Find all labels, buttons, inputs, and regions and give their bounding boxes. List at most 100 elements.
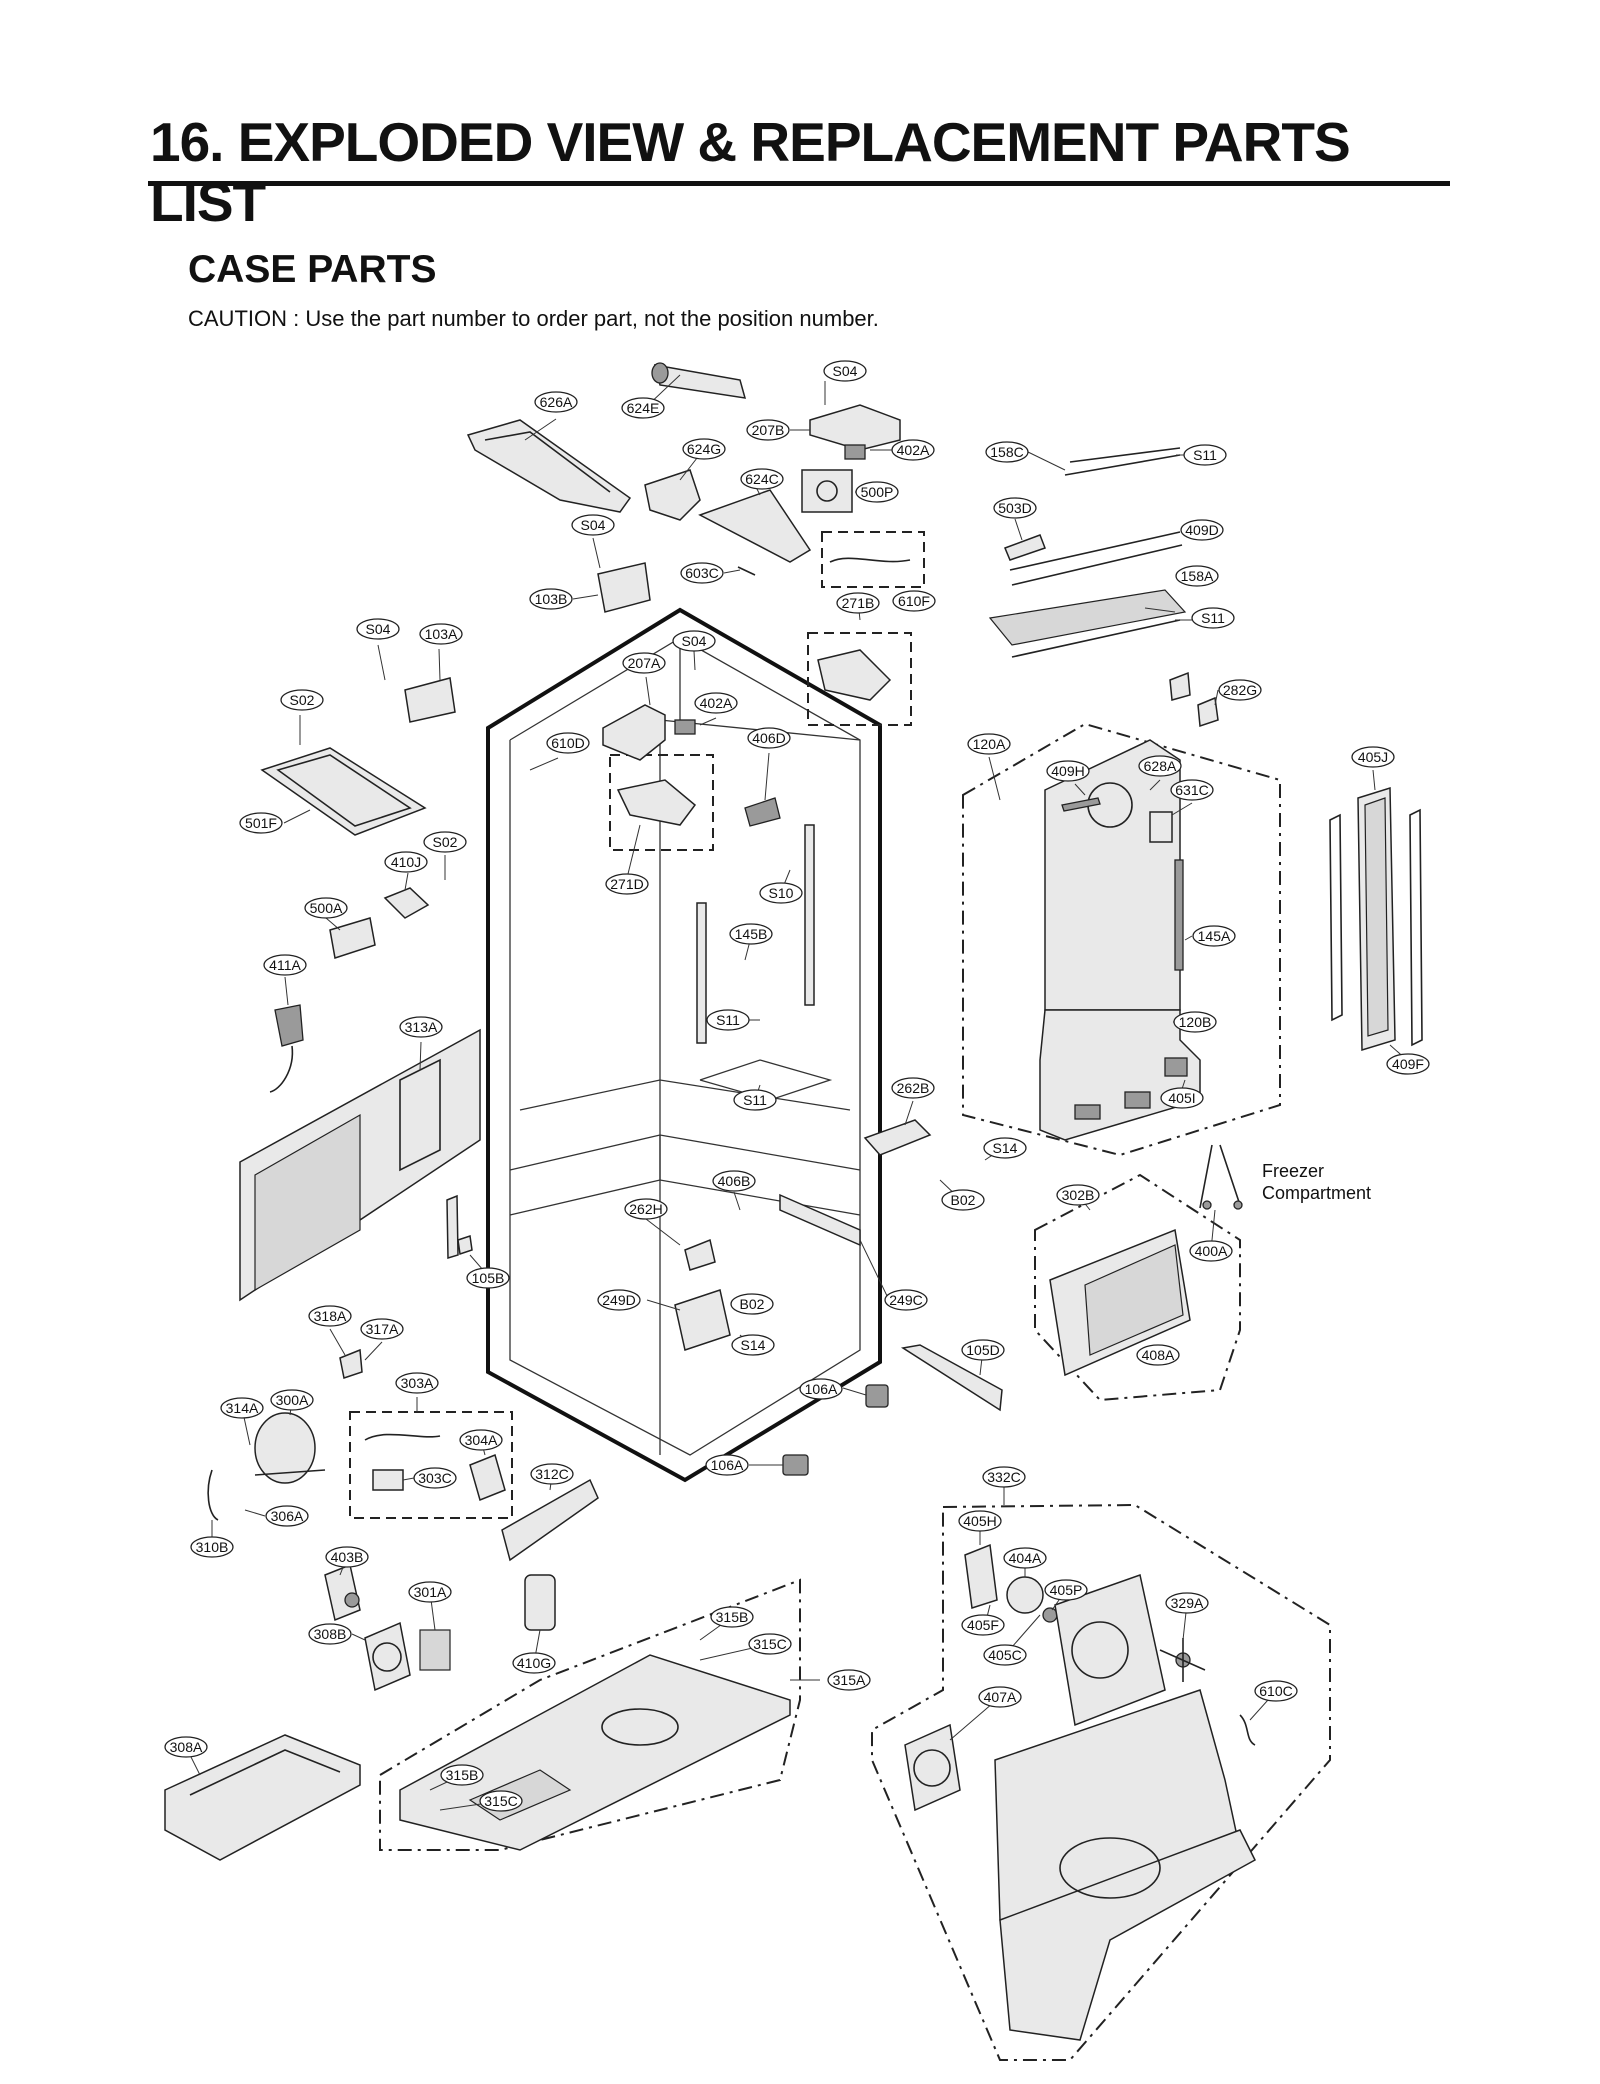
callout: 120A (967, 733, 1011, 755)
callout-label: 406B (718, 1173, 751, 1189)
callout: 308A (164, 1736, 208, 1758)
callout: 628A (1138, 755, 1182, 777)
callout-label: 315C (753, 1636, 786, 1652)
callout: S11 (1191, 607, 1235, 629)
callout-label: 631C (1175, 782, 1208, 798)
callout-label: 405H (963, 1513, 996, 1529)
callout: 332C (982, 1466, 1026, 1488)
callout: 409D (1180, 519, 1224, 541)
callout: S11 (1183, 444, 1227, 466)
callout-label: 501F (245, 815, 277, 831)
callout-label: 402A (700, 695, 733, 711)
callout: 317A (360, 1318, 404, 1340)
callout: 282G (1218, 679, 1262, 701)
callout: 503D (993, 497, 1037, 519)
callout: S04 (672, 630, 716, 652)
callout: S02 (280, 689, 324, 711)
callout: 610F (892, 590, 936, 612)
callout-label: 105B (472, 1270, 505, 1286)
callout: 402A (694, 692, 738, 714)
callout-label: 120A (973, 736, 1006, 752)
callout-label: S14 (993, 1140, 1018, 1156)
callout: S10 (759, 882, 803, 904)
callout: 626A (534, 391, 578, 413)
callout: 313A (399, 1016, 443, 1038)
callout-label: 410G (517, 1655, 551, 1671)
callout-label: 628A (1144, 758, 1177, 774)
callout-label: 306A (271, 1508, 304, 1524)
callout-label: 106A (711, 1457, 744, 1473)
callout-label: 624G (687, 441, 721, 457)
callout-label: 315C (484, 1793, 517, 1809)
callout: 262B (891, 1077, 935, 1099)
callout-label: S04 (581, 517, 606, 533)
callout-label: S11 (1201, 610, 1225, 626)
callout-label: 145B (735, 926, 768, 942)
callout: 315C (479, 1790, 523, 1812)
callout: 120B (1173, 1011, 1217, 1033)
callout-label: 103A (425, 626, 458, 642)
callout: 106A (799, 1378, 843, 1400)
callout: 315C (748, 1633, 792, 1655)
callout: 303C (413, 1467, 457, 1489)
callout: 408A (1136, 1344, 1180, 1366)
callout: 402A (891, 439, 935, 461)
callout-label: 315A (833, 1672, 866, 1688)
callout: B02 (941, 1189, 985, 1211)
right-side-parts (674, 447, 1423, 2041)
callout: 406D (747, 727, 791, 749)
callout-label: S02 (290, 692, 315, 708)
callout-label: 402A (897, 442, 930, 458)
callout: 410J (384, 851, 428, 873)
callout-label: 409D (1185, 522, 1218, 538)
callout: 301A (408, 1581, 452, 1603)
callout-label: S11 (1193, 447, 1217, 463)
callout: 631C (1170, 779, 1214, 801)
callout: 610D (546, 732, 590, 754)
callout: 405C (983, 1644, 1027, 1666)
callout-label: 302B (1062, 1187, 1095, 1203)
callout: 306A (265, 1505, 309, 1527)
callout: 302B (1056, 1184, 1100, 1206)
callout-label: 145A (1198, 928, 1231, 944)
callout-label: 318A (314, 1308, 347, 1324)
callout: 207A (622, 652, 666, 674)
callout: 262H (624, 1198, 668, 1220)
callout: 501F (239, 812, 283, 834)
callout-label: 303A (401, 1375, 434, 1391)
callout: 315B (710, 1606, 754, 1628)
callout-label: 308A (170, 1739, 203, 1755)
callout: 411A (263, 954, 307, 976)
callout: B02 (730, 1293, 774, 1315)
callout-label: S14 (741, 1337, 766, 1353)
callout-label: 301A (414, 1584, 447, 1600)
callout: 249D (597, 1289, 641, 1311)
callout-label: 403B (331, 1549, 364, 1565)
callout: 207B (746, 419, 790, 441)
callout-label: 610D (551, 735, 584, 751)
callout: 329A (1165, 1592, 1209, 1614)
callout-label: 406D (752, 730, 785, 746)
callout: 105B (466, 1267, 510, 1289)
callout-label: 405P (1050, 1582, 1083, 1598)
callout: 405P (1044, 1579, 1088, 1601)
callout: 105D (961, 1339, 1005, 1361)
callout-label: 314A (226, 1400, 259, 1416)
callout: 310B (190, 1536, 234, 1558)
callout: 603C (680, 562, 724, 584)
callout-label: 120B (1179, 1014, 1212, 1030)
callout-label: 610C (1259, 1683, 1292, 1699)
callout: 624E (621, 397, 665, 419)
callout: 145B (729, 923, 773, 945)
callout: 500P (855, 481, 899, 503)
callout: 303A (395, 1372, 439, 1394)
callout-label: 409H (1051, 763, 1084, 779)
callout: 145A (1192, 925, 1236, 947)
callout-label: 603C (685, 565, 718, 581)
callout: 409H (1046, 760, 1090, 782)
callout-label: 249C (889, 1292, 922, 1308)
callout-label: S04 (833, 363, 858, 379)
callout-label: 317A (366, 1321, 399, 1337)
callout-label: 500A (310, 900, 343, 916)
callout: 300A (270, 1389, 314, 1411)
